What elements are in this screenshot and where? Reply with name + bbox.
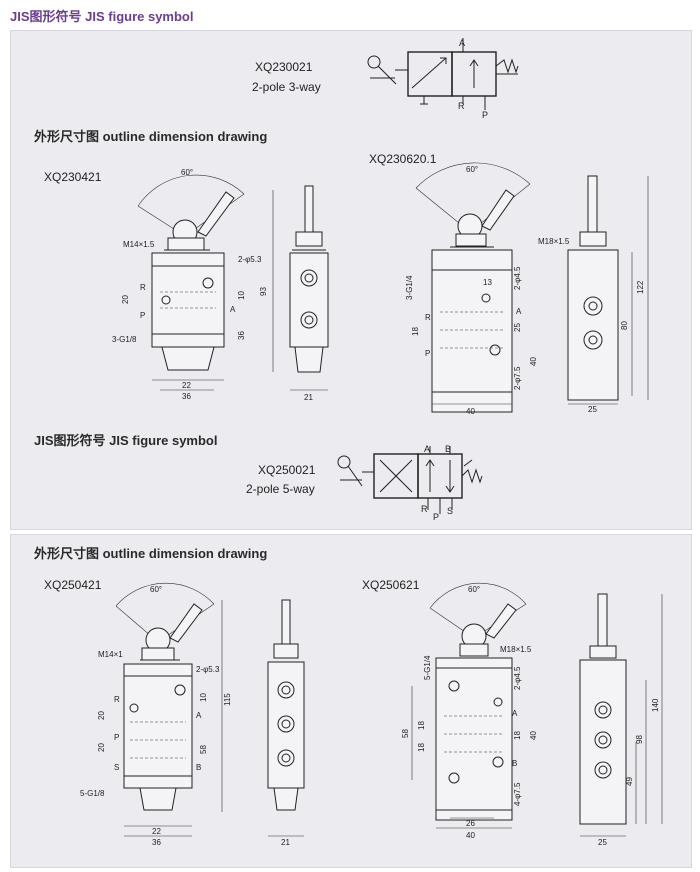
xq250621-d18a-label: 18 [417, 721, 426, 730]
outline1-left-model: XQ230421 [44, 170, 102, 184]
xq250621-port-a: A [512, 709, 518, 718]
xq230421-thread-label: M14×1.5 [123, 240, 155, 249]
xq250621-d18b-label: 18 [417, 743, 426, 752]
xq230620-w25-label: 25 [588, 405, 597, 414]
symbol1-model: XQ230021 [255, 60, 313, 74]
xq250421-w21-label: 21 [281, 838, 290, 847]
xq250421-h115-label: 115 [223, 693, 232, 706]
outline1-right-model: XQ230620.1 [369, 152, 437, 166]
xq250421-hole-label: 2-φ5.3 [196, 665, 220, 674]
xq230421-port-label: 3-G1/8 [112, 335, 137, 344]
outline2-right-model: XQ250621 [362, 578, 420, 592]
symbol2-port-b: B [445, 444, 451, 454]
xq230620-d40-label: 40 [529, 357, 538, 366]
xq230620-port-p: P [425, 349, 430, 358]
xq230421-d10-label: 10 [237, 291, 246, 300]
xq250621-h49-label: 49 [625, 777, 634, 786]
xq230620-front-drawing: 60° 40 M18×1.5 3-G1/4 2-φ4.5 13 18 25 40… [405, 162, 570, 416]
xq230421-front-drawing: 60° 93 M14×1.5 2-φ5.3 10 36 20 3-G1/8 22… [112, 168, 274, 401]
xq250621-front-drawing: 60° M18×1.5 5-G1/4 2-φ4.5 58 18 18 18 40… [401, 582, 538, 840]
xq230421-d20-label: 20 [121, 295, 130, 304]
xq250621-w26-label: 26 [466, 819, 475, 828]
xq250621-thread-label: M18×1.5 [500, 645, 532, 654]
xq250421-d20b-label: 20 [97, 743, 106, 752]
xq250621-side-drawing: 140 98 49 25 [579, 593, 663, 847]
xq250421-port-p: P [114, 733, 119, 742]
xq230620-hole2-label: 2-φ7.5 [513, 366, 522, 390]
xq230421-port-p: P [140, 311, 145, 320]
xq250621-hole-label: 2-φ4.5 [513, 666, 522, 690]
symbol2-model: XQ250021 [258, 463, 316, 477]
xq250421-port-label: 5-G1/8 [80, 789, 105, 798]
xq230421-port-a: A [230, 305, 236, 314]
symbol2-port-a: A [424, 444, 430, 454]
xq230620-side-drawing: 122 80 25 [567, 175, 649, 414]
xq230620-h122-label: 122 [636, 280, 645, 294]
xq250621-hole2-label: 4-φ7.5 [513, 782, 522, 806]
xq230421-port-r: R [140, 283, 146, 292]
symbol2-diagram: A B R P S [337, 444, 483, 522]
symbol1-port-r: R [458, 101, 465, 111]
xq250421-front-drawing: 60° M14×1 2-φ5.3 20 20 10 115 58 5-G1/8 … [80, 582, 232, 847]
xq230620-thread-label: M18×1.5 [538, 237, 570, 246]
symbol1-port-p: P [482, 110, 488, 120]
xq230421-w21-label: 21 [304, 393, 313, 402]
xq230620-port-a: A [516, 307, 522, 316]
xq250621-d18c-label: 18 [513, 731, 522, 740]
symbol2-desc: 2-pole 5-way [246, 482, 315, 496]
xq230620-d25-label: 25 [513, 323, 522, 332]
xq250421-angle-label: 60° [150, 585, 162, 594]
symbol2-title: JIS图形符号 JIS figure symbol [34, 433, 218, 448]
xq250621-h140-label: 140 [651, 698, 660, 712]
outline2-left-model: XQ250421 [44, 578, 102, 592]
xq230620-port-r: R [425, 313, 431, 322]
outline2-title: 外形尺寸图 outline dimension drawing [34, 546, 268, 561]
symbol1-diagram: A R P [367, 38, 519, 120]
xq230620-angle-label: 60° [466, 165, 478, 174]
xq250421-w36-label: 36 [152, 838, 161, 847]
xq250421-thread-label: M14×1 [98, 650, 123, 659]
page-title: JIS图形符号 JIS figure symbol [10, 9, 194, 24]
xq250621-angle-label: 60° [468, 585, 480, 594]
symbol1-port-a: A [459, 38, 465, 48]
xq250621-port-b: B [512, 759, 517, 768]
xq230620-d18-label: 18 [411, 327, 420, 336]
xq230421-w22-label: 22 [182, 381, 191, 390]
xq250621-d58-label: 58 [401, 729, 410, 738]
xq230421-hole-label: 2-φ5.3 [238, 255, 262, 264]
xq230421-w36-label: 36 [182, 392, 191, 401]
symbol2-port-r: R [421, 504, 428, 514]
xq250421-port-s: S [114, 763, 119, 772]
xq230620-d13-label: 13 [483, 278, 492, 287]
xq250421-d20a-label: 20 [97, 711, 106, 720]
symbol2-port-p: P [433, 512, 439, 522]
xq230620-w40-label: 40 [466, 407, 475, 416]
xq230620-port-label: 3-G1/4 [405, 275, 414, 300]
symbol1-desc: 2-pole 3-way [252, 80, 321, 94]
xq230421-d36-label: 36 [237, 331, 246, 340]
xq250421-d58-label: 58 [199, 745, 208, 754]
xq230421-angle-label: 60° [181, 168, 193, 177]
xq250421-port-a: A [196, 711, 202, 720]
xq250621-h98-label: 98 [635, 735, 644, 744]
xq230620-hole-label: 2-φ4.5 [513, 266, 522, 290]
xq250621-w25-label: 25 [598, 838, 607, 847]
xq250621-d40-label: 40 [529, 731, 538, 740]
xq250421-port-r: R [114, 695, 120, 704]
outline1-title: 外形尺寸图 outline dimension drawing [34, 129, 268, 144]
xq250421-port-b: B [196, 763, 201, 772]
xq250421-w22-label: 22 [152, 827, 161, 836]
xq250421-d10-label: 10 [199, 693, 208, 702]
xq230620-h80-label: 80 [620, 321, 629, 330]
xq230421-side-drawing: 21 [289, 185, 329, 402]
xq250621-w40-label: 40 [466, 831, 475, 840]
symbol2-port-s: S [447, 506, 453, 516]
xq230421-height-label: 93 [259, 287, 268, 296]
xq250421-side-drawing: 21 [267, 599, 305, 847]
xq250621-port-label: 5-G1/4 [423, 655, 432, 680]
